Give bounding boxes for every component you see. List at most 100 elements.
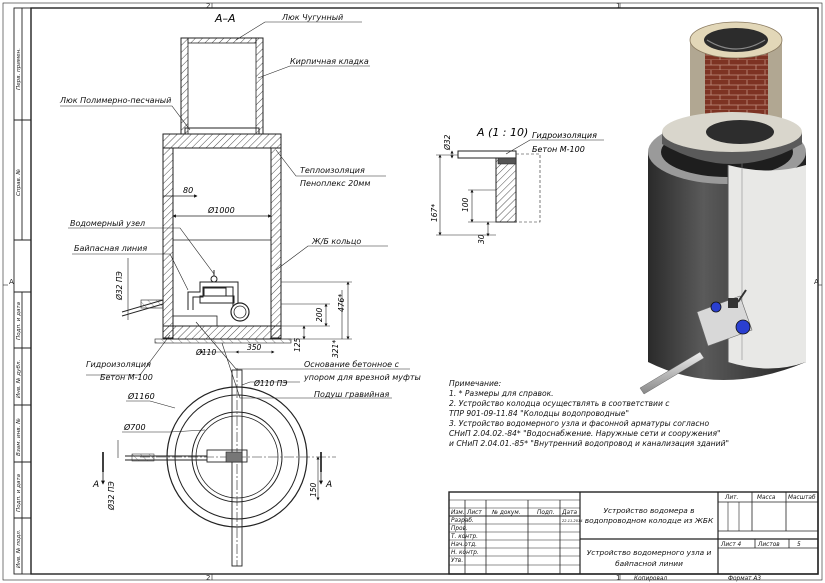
dim-80: 80: [183, 186, 193, 195]
zone-bottom-left: 2: [206, 574, 210, 582]
plan-dim-150: 150: [309, 482, 318, 497]
side-label-podp-data-2: Подп. и дата: [16, 473, 22, 512]
note-line-2: 2. Устройство колодца осуществлять в соо…: [449, 399, 670, 408]
side-label-sprav: Справ. №: [16, 169, 22, 196]
zone-left-mid: A: [9, 278, 14, 286]
side-label-vzam-inv: Взам. инв. №: [16, 418, 22, 456]
dim-1000: Ø1000: [207, 205, 235, 215]
plan-hatch-opening: [191, 411, 283, 503]
cut-label-left: A: [92, 480, 99, 490]
tb-copied: Копировал: [634, 576, 667, 582]
dim-476: 476*: [337, 294, 346, 312]
notes-title: Примечание:: [449, 379, 502, 388]
title-block-text: Изм. Лист № докум. Подп. Дата 22.11.2014…: [451, 495, 816, 582]
label-insulation-material: Пеноплекс 20мм: [300, 179, 370, 188]
side-strip-labels: Перв. примен. Справ. № Подп. и дата Инв.…: [16, 48, 22, 568]
brick-shaft-outline: [180, 37, 264, 135]
side-label-perv-primen: Перв. примен.: [16, 48, 22, 90]
label-brickwork: Кирпичная кладка: [290, 57, 369, 66]
plan-view: A A Ø1160 Ø700 Ø110 ПЭ Ø32 ПЭ 150: [92, 368, 336, 567]
tb-sheet-title-2: байпасной линии: [615, 559, 683, 568]
dim-110: Ø110: [195, 348, 216, 357]
zone-markers: 2 1 2 1 A A: [9, 2, 819, 582]
notes-block: Примечание: 1. * Размеры для справок. 2.…: [449, 379, 779, 449]
dim-350: 350: [247, 343, 262, 352]
section-callouts: Люк Чугунный Кирпичная кладка Люк Полиме…: [59, 13, 421, 399]
tb-sheet: Лист 4: [720, 542, 742, 548]
detail-ext-lines: [436, 154, 496, 236]
dim-200: 200: [315, 307, 324, 322]
label-hatch-cast-iron: Люк Чугунный: [281, 13, 343, 22]
label-concrete-base-1: Основание бетонное с: [304, 360, 400, 369]
dim-125: 125: [293, 337, 302, 352]
ring-wall-left: [162, 147, 174, 339]
side-label-inv-podl: Инв. № подл.: [16, 529, 22, 568]
side-strip: [13, 7, 32, 575]
bottom-slab: [162, 325, 282, 340]
label-meter-unit: Водомерный узел: [70, 219, 145, 228]
right-dimension-lines: [281, 281, 352, 340]
label-insulation: Теплоизоляция: [300, 166, 365, 175]
tb-doc-title-2: водопроводном колодце из ЖБК: [585, 516, 714, 525]
dim-32: Ø32 ПЭ: [115, 271, 124, 301]
ring-wall-right: [270, 147, 282, 339]
meter-unit: [187, 270, 239, 310]
tb-role-utv: Утв.: [451, 558, 463, 564]
note-line-1: 1. * Размеры для справок.: [449, 389, 554, 398]
tb-sheets-value: 5: [797, 542, 801, 548]
detail-waterproofing: Гидроизоляция: [532, 131, 597, 140]
tb-sheet-title-1: Устройство водомерного узла и: [587, 548, 712, 557]
tb-role-prov: Пров.: [451, 526, 468, 532]
tb-role-razrab: Разраб.: [451, 518, 474, 524]
plan-dim-700: Ø700: [123, 422, 146, 432]
title-block: [448, 491, 819, 575]
label-concrete-base-2: упором для врезной муфты: [303, 373, 421, 382]
plan-dim-110: Ø110 ПЭ: [253, 379, 288, 388]
plan-pipe-110: [231, 369, 243, 567]
note-line-3: ТПР 901-09-11.84 "Колодцы водопроводные": [449, 409, 629, 418]
tb-header-podp: Подп.: [537, 510, 555, 516]
brick-wall-right: [255, 37, 264, 135]
tb-col-mass: Масса: [757, 495, 776, 501]
tb-col-lit: Лит.: [724, 495, 739, 501]
tb-header-doc: № докум.: [491, 510, 521, 516]
section-title: A–A: [214, 12, 236, 25]
detail-view: A (1 : 10) Ø32 167* 100 30 Гидроизоляция…: [430, 126, 604, 244]
tb-sheets-label: Листов: [757, 542, 780, 548]
detail-d32: Ø32: [443, 134, 452, 151]
zone-top-left: 2: [206, 2, 210, 10]
detail-d30: 30: [477, 234, 486, 244]
label-waterproofing-material: Бетон М-100: [100, 373, 153, 382]
detail-d167: 167*: [430, 204, 439, 222]
zone-top-right: 1: [616, 2, 620, 10]
gravel-pad: [154, 338, 292, 344]
tb-header-date: Дата: [561, 510, 577, 516]
cover-slab: [162, 133, 282, 149]
tb-role-nkontr: Н. контр.: [451, 550, 479, 556]
polymer-hatch: [184, 127, 260, 135]
isometric-render: [639, 21, 806, 395]
tb-role-nachotd: Нач.отд.: [451, 542, 477, 548]
section-leaders: [60, 21, 410, 399]
label-waterproofing: Гидроизоляция: [86, 360, 151, 369]
tb-header-izm: Изм.: [451, 510, 465, 516]
side-label-podp-data-1: Подп. и дата: [16, 301, 22, 340]
tb-col-scale: Масштаб: [788, 495, 816, 501]
detail-pipe: [457, 150, 517, 159]
section-view: A–A: [59, 12, 421, 399]
label-rc-ring: Ж/Б кольцо: [311, 237, 361, 246]
plan-outer-ring: [166, 386, 308, 528]
tb-doc-title-1: Устройство водомера в: [603, 506, 694, 515]
tb-role-tkontr: Т. контр.: [451, 534, 478, 540]
note-line-6: и СНиП 2.04.01.-85* "Внутренний водопров…: [449, 439, 730, 448]
tb-header-list: Лист: [466, 510, 482, 516]
dim-321: 321*: [331, 340, 340, 358]
label-gravel-pad: Подуш гравийная: [314, 390, 389, 399]
zone-bottom-right: 1: [616, 574, 620, 582]
note-line-4: 3. Устройство водомерного узла и фасонно…: [449, 419, 710, 428]
detail-title: A (1 : 10): [476, 126, 528, 139]
cut-label-right: A: [325, 480, 332, 490]
detail-d100: 100: [461, 197, 470, 212]
cut-markers: [101, 452, 323, 485]
